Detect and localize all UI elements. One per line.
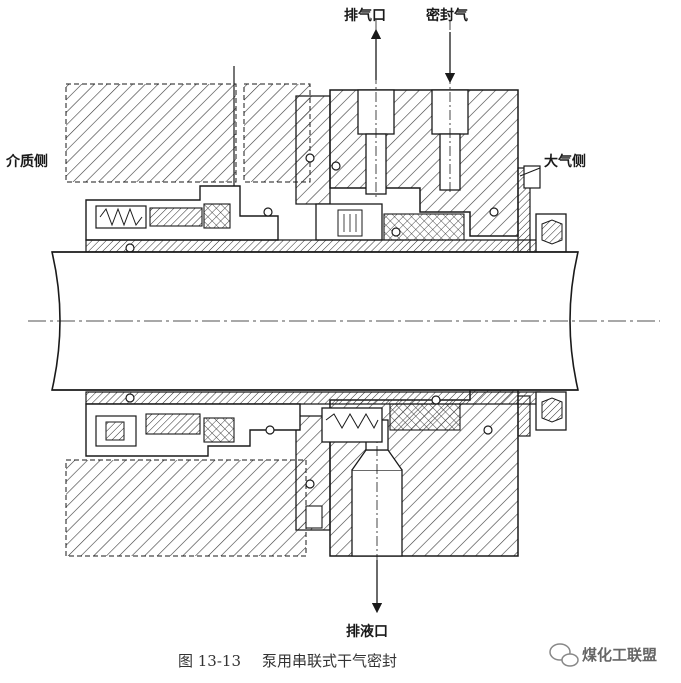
seal-gas-inlet-channel <box>431 20 469 194</box>
exhaust-port-label: 排气口 <box>344 7 386 24</box>
chat-bubble-icon <box>549 643 579 667</box>
atmosphere-leader <box>519 167 541 177</box>
drain-port-label: 排液口 <box>346 623 388 640</box>
figure-number: 图 13-13 <box>178 652 241 670</box>
upper-seal-assembly <box>85 153 567 253</box>
seal-gas-label: 密封气 <box>425 7 468 24</box>
figure-title: 泵用串联式干气密封 <box>262 652 397 670</box>
drain-port-channel <box>351 410 403 605</box>
shaft <box>28 251 660 391</box>
medium-side-label: 介质侧 <box>5 153 48 170</box>
pump-casing <box>65 66 311 557</box>
exhaust-port-channel <box>357 20 395 200</box>
watermark: 煤化工联盟 <box>549 643 657 667</box>
atmosphere-side-label: 大气侧 <box>544 153 586 170</box>
flow-arrows <box>370 28 541 614</box>
lower-seal-assembly <box>85 391 567 529</box>
watermark-text: 煤化工联盟 <box>582 646 657 664</box>
